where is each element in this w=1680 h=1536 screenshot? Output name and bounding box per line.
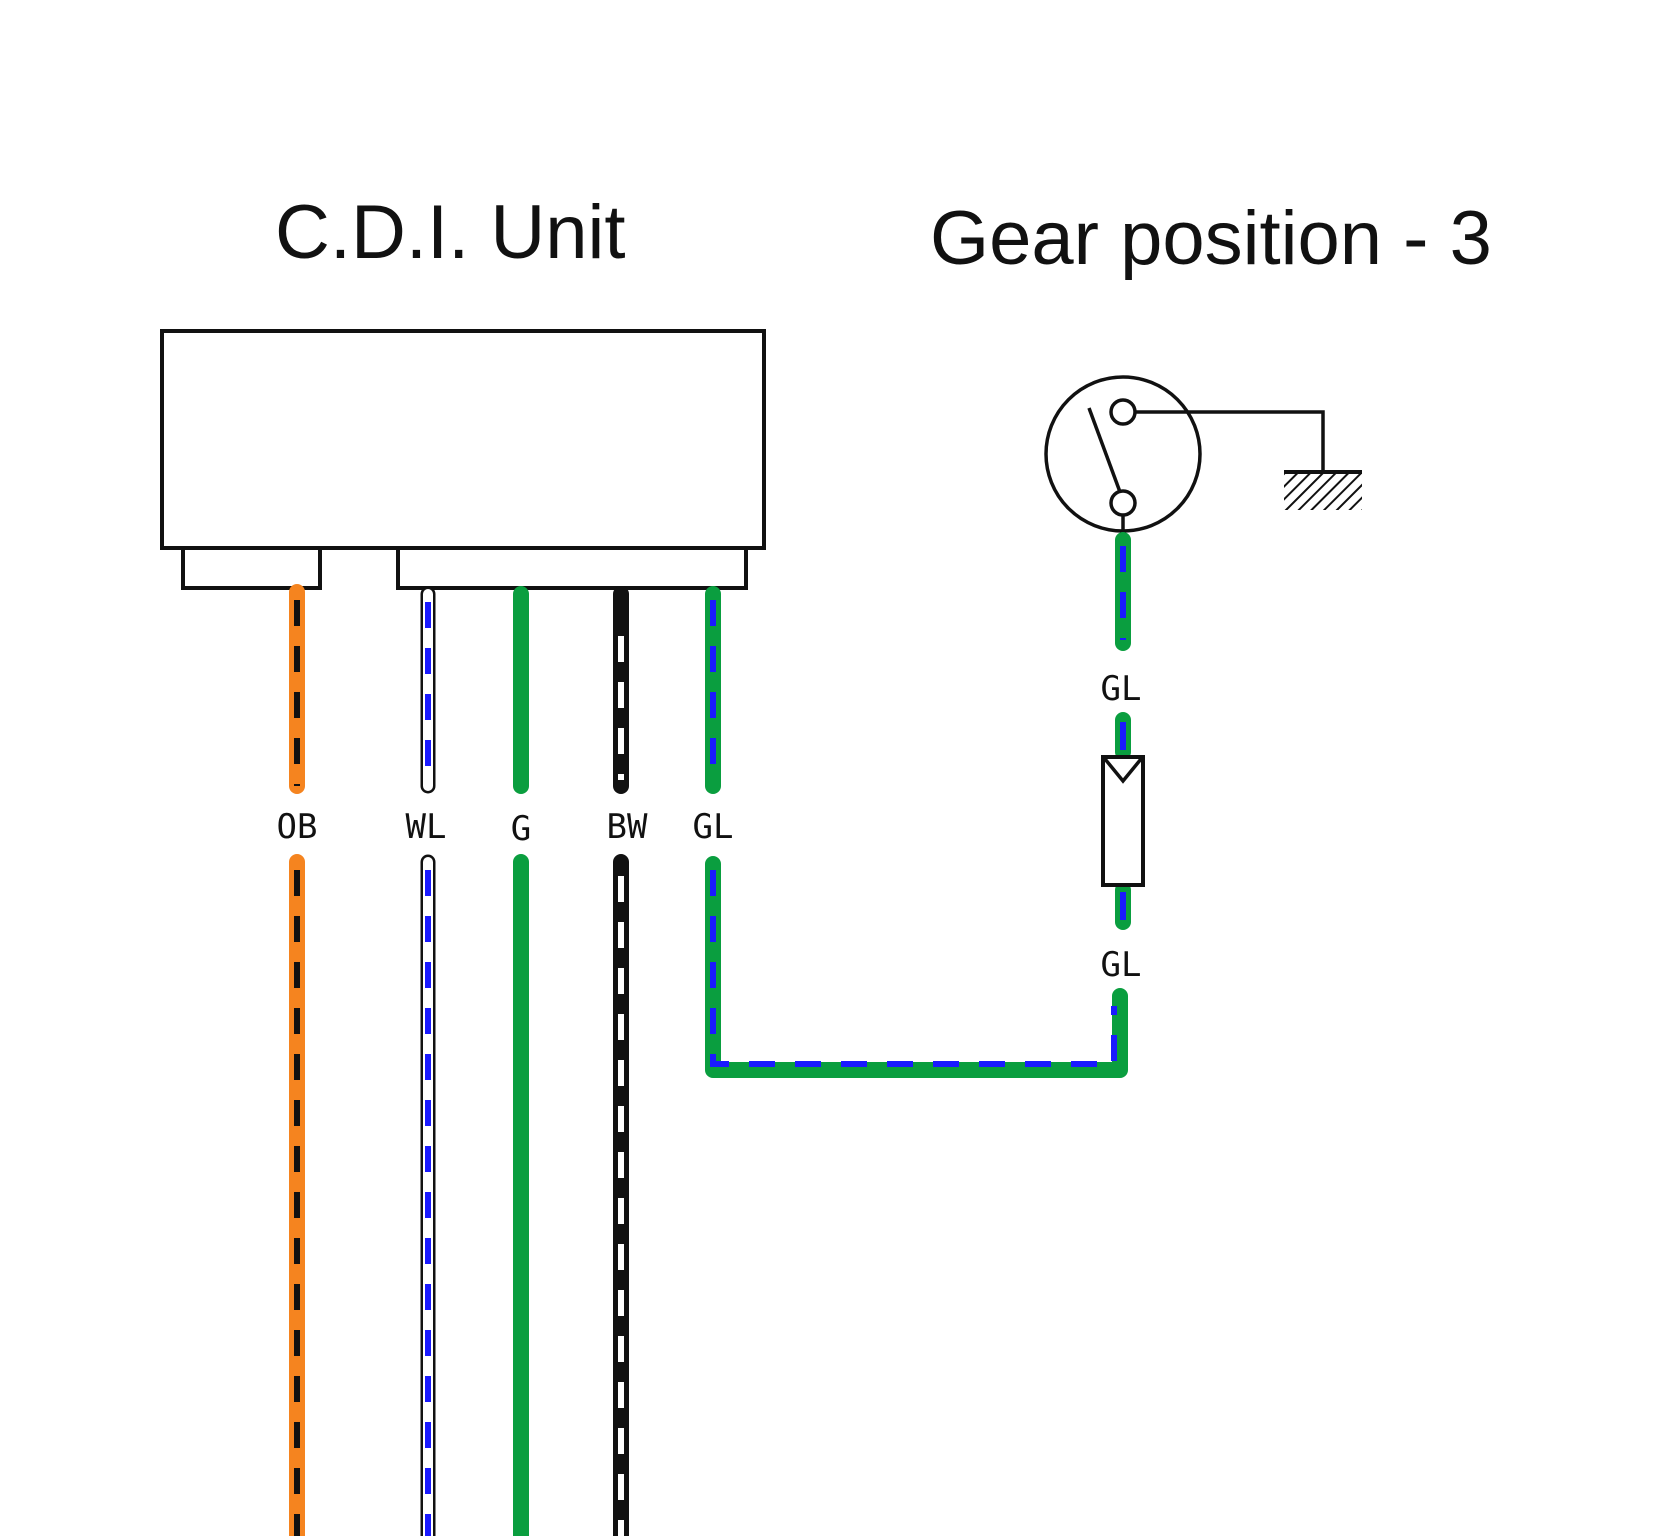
wire-label-gl-lower: GL — [1101, 945, 1142, 985]
wire-label-gl: GL — [693, 807, 734, 847]
gear-position-title: Gear position - 3 — [930, 196, 1492, 281]
wire-label-wl: WL — [406, 807, 447, 847]
wire-label-gl-upper: GL — [1101, 669, 1142, 709]
wire-gl — [705, 586, 1128, 1078]
gear-position-switch — [1044, 375, 1325, 534]
cdi-unit-body — [160, 329, 766, 550]
cdi-unit-title: C.D.I. Unit — [275, 190, 626, 275]
cdi-connector-right — [396, 546, 748, 590]
cdi-connector-left — [181, 546, 322, 590]
switch-contact-bottom — [1109, 489, 1137, 517]
wire-label-g: G — [511, 809, 531, 849]
cdi-unit — [160, 329, 766, 590]
wire-label-ob: OB — [277, 807, 318, 847]
switch-lever — [1087, 407, 1122, 493]
switch-contact-top — [1109, 398, 1137, 426]
wire-label-bw: BW — [607, 807, 648, 847]
inline-connector — [1101, 755, 1145, 887]
ground-icon — [1284, 470, 1362, 510]
ground-lead — [1135, 410, 1325, 470]
